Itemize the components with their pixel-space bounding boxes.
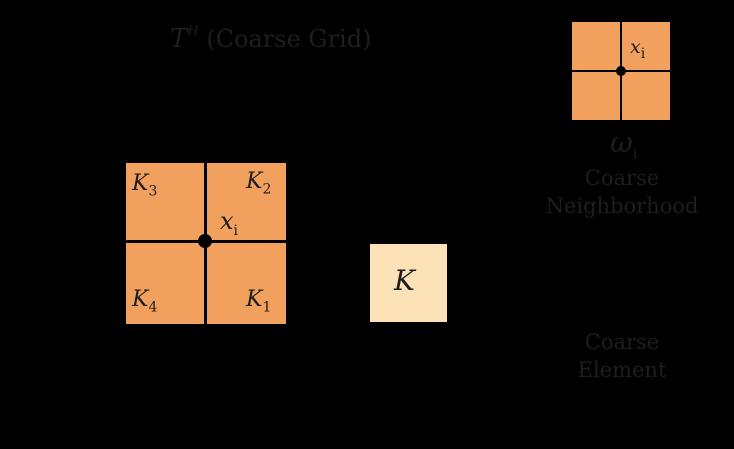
coarse-element: K <box>370 244 447 322</box>
caption-line: Coarse <box>584 330 660 354</box>
node-dot <box>198 234 212 248</box>
label-k3: K3 <box>132 171 158 200</box>
label-k: K <box>394 264 415 297</box>
caption-line: Element <box>577 358 667 382</box>
caption-line: Coarse <box>584 166 660 190</box>
label-xi: xi <box>220 207 239 239</box>
nb-node-dot <box>616 66 626 76</box>
coarse-neighborhood: xi <box>572 22 670 120</box>
element-caption: Coarse Element <box>540 328 704 384</box>
label-k4: K4 <box>132 287 158 316</box>
title-superscript: H <box>187 24 199 39</box>
label-k1: K1 <box>246 287 272 316</box>
nb-label-xi: xi <box>630 36 646 62</box>
diagram-title: TH (Coarse Grid) <box>170 24 371 54</box>
title-symbol: T <box>170 24 188 54</box>
label-k2: K2 <box>246 169 272 198</box>
omega-label: ωi <box>610 126 638 163</box>
neighborhood-caption: Coarse Neighborhood <box>540 164 704 220</box>
title-text: (Coarse Grid) <box>206 25 372 53</box>
coarse-grid: K3 K2 xi K4 K1 <box>126 163 286 324</box>
caption-line: Neighborhood <box>545 194 699 218</box>
